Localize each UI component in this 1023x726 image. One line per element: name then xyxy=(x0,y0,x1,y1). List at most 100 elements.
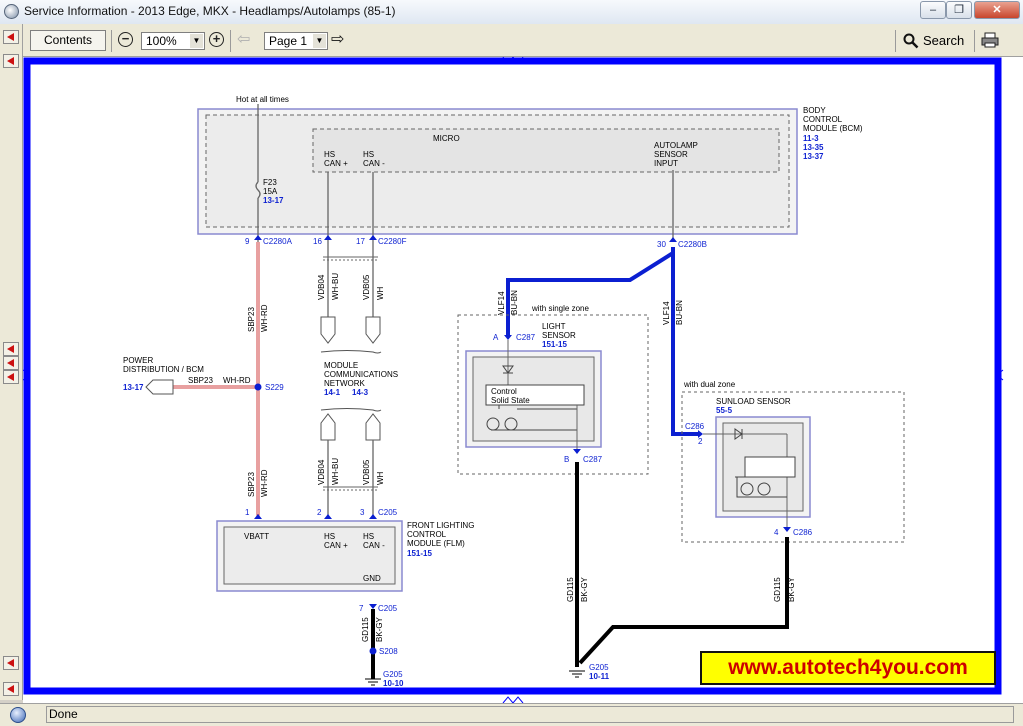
page-value: Page 1 xyxy=(269,34,308,48)
ground-icon xyxy=(365,678,381,686)
next-page-icon[interactable]: ⇨ xyxy=(331,31,345,48)
pin-b: B xyxy=(564,455,569,464)
status-text: Done xyxy=(46,706,1014,723)
phototransistor-icon xyxy=(757,482,771,496)
pin-a: A xyxy=(493,333,499,342)
watermark-banner: www.autotech4you.com xyxy=(700,651,996,685)
ground-g205-light: G205 xyxy=(589,663,609,672)
ground-g205: G205 xyxy=(383,670,403,679)
wire-vdb04-upper: VDB04 xyxy=(317,274,326,300)
pin-3: 3 xyxy=(360,508,365,517)
ground-g205-light-ref[interactable]: 10-11 xyxy=(589,672,610,681)
wire-vlf14-sunload xyxy=(671,253,698,436)
fuse-icon xyxy=(255,181,261,199)
connector-c205[interactable]: C205 xyxy=(378,508,398,517)
wire-bubn-left: BU-BN xyxy=(510,290,519,315)
wire-wh-lower: WH xyxy=(376,471,385,485)
fuse-ref[interactable]: 13-17 xyxy=(263,196,284,205)
chevron-down-icon[interactable]: ▼ xyxy=(190,34,203,48)
rail-back-icon[interactable] xyxy=(3,30,19,44)
power-connector-icon xyxy=(145,379,174,395)
pin-30: 30 xyxy=(657,240,666,249)
window-title: Service Information - 2013 Edge, MKX - H… xyxy=(24,4,396,18)
contents-button[interactable]: Contents xyxy=(30,30,106,51)
control-solid-state-box xyxy=(485,384,585,406)
sunload-sensor-ref[interactable]: 55-5 xyxy=(716,406,733,415)
search-icon xyxy=(903,33,919,49)
flm-inner xyxy=(223,526,396,585)
light-sensor-zone xyxy=(457,314,649,475)
wire-gd115-sunload-label: GD115 xyxy=(773,577,782,602)
chevron-down-icon[interactable]: ▼ xyxy=(313,34,326,48)
pin-16: 16 xyxy=(313,237,322,246)
connector-c287-b[interactable]: C287 xyxy=(583,455,603,464)
wire-whbu-lower: WH-BU xyxy=(331,458,340,485)
app-icon xyxy=(4,4,19,19)
wire-gd115-flm: GD115 xyxy=(361,617,370,642)
wire-bkgy-flm: BK-GY xyxy=(375,616,384,642)
zoom-in-icon[interactable]: + xyxy=(209,32,224,47)
connector-c205-gnd[interactable]: C205 xyxy=(378,604,398,613)
wire-whbu-upper: WH-BU xyxy=(331,273,340,300)
rail-prev-icon[interactable] xyxy=(3,54,19,68)
previous-page-icon[interactable]: ⇦ xyxy=(237,31,251,48)
network-ref-1[interactable]: 14-1 xyxy=(324,388,341,397)
splice-s229 xyxy=(254,383,262,391)
globe-icon xyxy=(10,707,26,723)
connector-c286-b[interactable]: C286 xyxy=(793,528,813,537)
page-select[interactable]: Page 1 ▼ xyxy=(264,32,328,50)
pin-9: 9 xyxy=(245,237,250,246)
connector-c2280a[interactable]: C2280A xyxy=(263,237,293,246)
bcm-ref-3[interactable]: 13-37 xyxy=(803,152,824,161)
printer-icon[interactable] xyxy=(981,32,999,48)
pin-4: 4 xyxy=(774,528,779,537)
wire-vdb05-upper: VDB05 xyxy=(362,274,371,300)
wire-vlf14-left: VLF14 xyxy=(497,291,506,315)
status-bar: Done xyxy=(0,703,1023,726)
bcm-ref-1[interactable]: 11-3 xyxy=(803,134,819,143)
light-sensor-ref[interactable]: 151-15 xyxy=(542,340,567,349)
zoom-select[interactable]: 100% ▼ xyxy=(141,32,205,50)
minimize-button[interactable]: ‒ xyxy=(920,1,946,19)
rail-print-icon[interactable] xyxy=(3,682,19,696)
micro-label: MICRO xyxy=(433,134,460,143)
wire-wh-upper: WH xyxy=(376,286,385,300)
ground-g205-ref[interactable]: 10-10 xyxy=(383,679,404,688)
search-button[interactable]: Search xyxy=(901,31,971,51)
wire-vlf14-light xyxy=(506,247,675,335)
micro-box xyxy=(312,128,780,173)
network-ref-2[interactable]: 14-3 xyxy=(352,388,369,397)
maximize-button[interactable]: ❐ xyxy=(946,1,972,19)
wire-vlf14-right: VLF14 xyxy=(662,301,671,325)
rail-prev-section-icon[interactable] xyxy=(3,342,19,356)
connector-c2280f[interactable]: C2280F xyxy=(378,237,407,246)
diode-icon xyxy=(734,428,743,440)
connector-c287-a[interactable]: C287 xyxy=(516,333,536,342)
rail-index-icon[interactable] xyxy=(3,656,19,670)
wire-whrd-lower: WH-RD xyxy=(260,469,269,497)
wire-bubn-right: BU-BN xyxy=(675,300,684,325)
title-bar: Service Information - 2013 Edge, MKX - H… xyxy=(0,0,1023,25)
rail-first-icon[interactable] xyxy=(3,370,19,384)
network-connector-plus-lower xyxy=(320,413,336,441)
close-button[interactable]: ✕ xyxy=(974,1,1020,19)
pin-1: 1 xyxy=(245,508,250,517)
wire-gd115-light: GD115 xyxy=(566,577,575,602)
flm-ref[interactable]: 151-15 xyxy=(407,549,432,558)
sunload-sensor-zone xyxy=(681,391,905,543)
bcm-ref-2[interactable]: 13-35 xyxy=(803,143,824,152)
connector-c286-a[interactable]: C286 xyxy=(685,422,705,431)
wire-whrd-upper: WH-RD xyxy=(260,304,269,332)
connector-c2280b[interactable]: C2280B xyxy=(678,240,707,249)
power-ref[interactable]: 13-17 xyxy=(123,383,144,392)
zoom-out-icon[interactable]: − xyxy=(118,32,133,47)
fuse-rating: 15A xyxy=(263,187,278,196)
rail-prev-page-icon[interactable] xyxy=(3,356,19,370)
